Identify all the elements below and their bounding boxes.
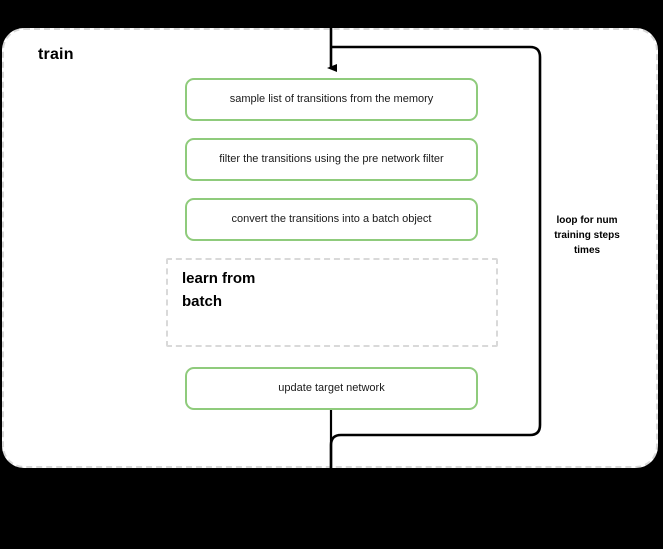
process-box-filter-label: filter the transitions using the pre net… xyxy=(219,152,444,165)
train-group-title: train xyxy=(38,46,74,63)
process-box-sample-label: sample list of transitions from the memo… xyxy=(229,92,434,105)
process-box-filter[interactable]: filter the transitions using the pre net… xyxy=(185,138,478,181)
process-box-convert[interactable]: convert the transitions into a batch obj… xyxy=(185,198,478,241)
process-box-update-target-network[interactable]: update target network xyxy=(185,367,478,410)
process-box-convert-label: convert the transitions into a batch obj… xyxy=(231,212,432,225)
process-box-update-label: update target network xyxy=(278,381,385,394)
process-box-sample[interactable]: sample list of transitions from the memo… xyxy=(185,78,478,121)
